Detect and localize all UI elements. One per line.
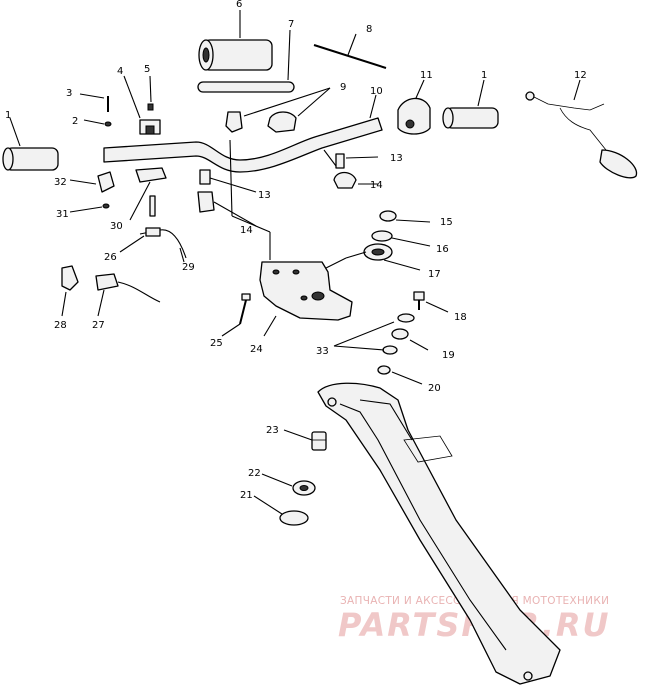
connector-27: [95, 273, 161, 317]
callout-1-left: 1: [5, 110, 11, 121]
switch-28: [61, 265, 79, 317]
callout-19: 19: [442, 350, 455, 361]
callout-22: 22: [248, 468, 261, 479]
block-11: [397, 79, 431, 135]
callout-29: 29: [182, 262, 195, 273]
callout-11: 11: [420, 70, 433, 81]
callout-13-center: 13: [258, 190, 271, 201]
callout-14-center: 14: [240, 225, 253, 236]
washer-16: [371, 230, 431, 247]
grip-1-right: [442, 79, 499, 129]
handlebar-10: [103, 94, 383, 173]
cable-26-29: [119, 227, 187, 263]
callout-20: 20: [428, 383, 441, 394]
callout-16: 16: [436, 244, 449, 255]
callout-25: 25: [210, 338, 223, 349]
callout-28: 28: [54, 320, 67, 331]
steering-post: [317, 382, 561, 685]
callout-32: 32: [54, 177, 67, 188]
hardware-13-14-right: [323, 149, 379, 189]
bearing-17: [325, 243, 421, 271]
callout-9: 9: [340, 82, 346, 93]
washers-33-19: [333, 313, 429, 355]
callout-10: 10: [370, 86, 383, 97]
clamps-9: [225, 87, 331, 133]
callout-3: 3: [66, 88, 72, 99]
rod-8: [313, 33, 387, 69]
callout-12: 12: [574, 70, 587, 81]
callout-14-right: 14: [370, 180, 383, 191]
grommet-22: [261, 473, 316, 496]
fitting-23: [283, 429, 327, 451]
callout-21: 21: [240, 490, 253, 501]
nut-20: [377, 365, 423, 385]
callout-27: 27: [92, 320, 105, 331]
callout-8: 8: [366, 24, 372, 35]
callout-15: 15: [440, 217, 453, 228]
callout-24: 24: [250, 344, 263, 355]
callout-2: 2: [72, 116, 78, 127]
callout-33: 33: [316, 346, 329, 357]
plate-21: [253, 495, 309, 526]
callout-5: 5: [144, 64, 150, 75]
grip-1-left: [2, 117, 59, 171]
callout-1-right: 1: [481, 70, 487, 81]
hardware-13-14-center: [197, 169, 257, 227]
bolt-18: [413, 291, 449, 313]
callout-26: 26: [104, 252, 117, 263]
callout-18: 18: [454, 312, 467, 323]
callout-17: 17: [428, 269, 441, 280]
throttle-12: [525, 79, 638, 179]
callout-6: 6: [236, 0, 242, 10]
callout-labels: 6 7 8 9 10 11 1 12 1 3 4 5 2 13 14 32 31…: [5, 0, 587, 501]
callout-4: 4: [117, 66, 123, 77]
plate-24: [229, 139, 353, 337]
switch-hardware: [79, 75, 161, 135]
callout-7: 7: [288, 19, 294, 30]
tube-7: [197, 29, 295, 93]
grip-6: [198, 10, 273, 71]
callout-13-right: 13: [390, 153, 403, 164]
callout-30: 30: [110, 221, 123, 232]
callout-31: 31: [56, 209, 69, 220]
callout-23: 23: [266, 425, 279, 436]
bolt-25: [221, 293, 251, 337]
nut-15: [379, 210, 431, 223]
left-controls: [69, 167, 167, 221]
